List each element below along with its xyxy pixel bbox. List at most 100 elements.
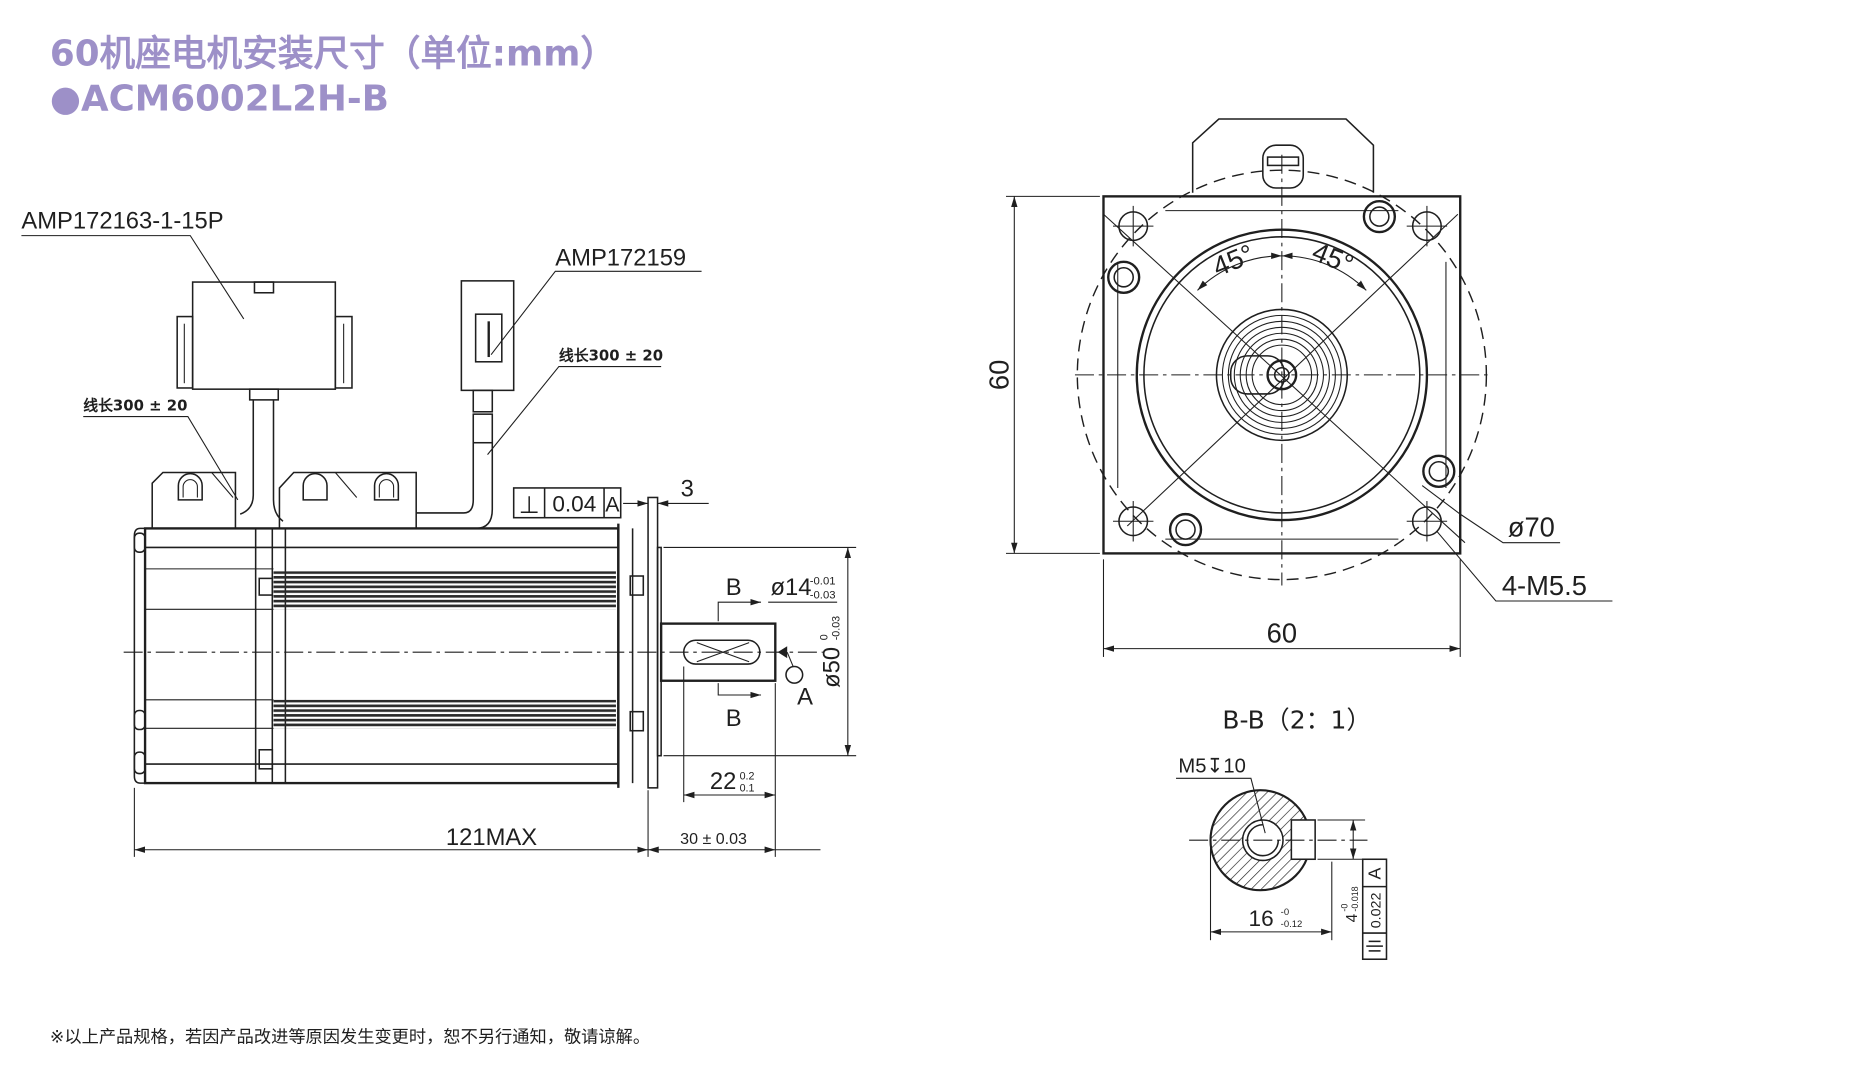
rear-cover-bump-bottom bbox=[133, 751, 146, 775]
power-connector-ear-right bbox=[334, 315, 353, 389]
section-view: B-B（2：1） M5↧10 16 -0 -0.12 4 -0 -0.018 A bbox=[1176, 705, 1388, 961]
pilot-diameter-label: ø50 bbox=[819, 647, 846, 688]
key-length-lower-tol: 0.1 bbox=[740, 782, 755, 794]
angle-arc-right bbox=[1281, 252, 1367, 291]
datum-leader bbox=[786, 651, 794, 667]
height-label: 60 bbox=[983, 360, 1014, 390]
key-width-text: 4 -0 -0.018 bbox=[1339, 886, 1361, 922]
power-connector-body bbox=[191, 281, 337, 390]
front-view: 45° 45° ø70 4-M5.5 60 60 bbox=[983, 118, 1613, 657]
thread-label: M5↧10 bbox=[1178, 755, 1246, 777]
terminal-housing-top bbox=[1191, 118, 1375, 193]
power-cable-length-leader bbox=[83, 416, 239, 501]
mounting-hole-outer bbox=[1168, 512, 1203, 547]
symmetry-datum: A bbox=[1365, 867, 1385, 879]
section-title: B-B（2：1） bbox=[1222, 705, 1371, 734]
corner-hole-top-left bbox=[1113, 205, 1154, 247]
motor-housing bbox=[143, 527, 620, 785]
key-width-upper-tol: -0 bbox=[1339, 904, 1349, 912]
diagonal-line bbox=[1126, 213, 1459, 527]
symmetry-frame-border bbox=[1361, 858, 1388, 961]
mounting-hole-outer bbox=[1107, 260, 1141, 294]
datum-triangle bbox=[777, 646, 788, 659]
power-connector-strain-relief bbox=[248, 388, 280, 401]
corner-hole-top-right bbox=[1406, 205, 1448, 247]
shaft-diameter-label: ø14 bbox=[771, 574, 812, 601]
encoder-terminal-lock-left bbox=[302, 472, 328, 501]
perpendicularity-datum: A bbox=[605, 493, 620, 517]
page-title: 60机座电机安装尺寸（单位:mm） bbox=[50, 33, 616, 74]
datum-label: A bbox=[797, 684, 813, 711]
power-connector-leader bbox=[21, 235, 245, 320]
mounting-hole bbox=[1362, 199, 1397, 234]
key-width-lower-tol: -0.018 bbox=[1350, 886, 1360, 911]
power-connector-ear-left bbox=[176, 315, 194, 389]
thread-leader bbox=[1176, 777, 1266, 834]
pilot-diameter-upper-tol: 0 bbox=[819, 634, 831, 640]
mounting-hole-outer bbox=[1362, 199, 1397, 234]
mounting-hole bbox=[1422, 454, 1456, 488]
datum-circle bbox=[785, 665, 804, 684]
housing-tab bbox=[258, 577, 274, 596]
section-arrow-top bbox=[717, 598, 762, 622]
encoder-cable-length-label: 线长300 ± 20 bbox=[559, 347, 663, 365]
encoder-cable-length-leader bbox=[487, 366, 662, 455]
frame-border bbox=[512, 487, 622, 519]
terminal-connector bbox=[1262, 144, 1305, 189]
encoder-terminal-slope bbox=[334, 472, 358, 498]
footnote: ※以上产品规格，若因产品改进等原因发生变更时，恕不另行通知，敬请谅解。 bbox=[50, 1028, 650, 1048]
mounting-hole-inner bbox=[1369, 206, 1390, 227]
shaft-length-label: 30 ± 0.03 bbox=[680, 830, 747, 848]
cooling-fins-bottom bbox=[273, 699, 616, 729]
terminal-connector-slot bbox=[1266, 156, 1300, 167]
housing-tab bbox=[258, 748, 274, 770]
encoder-connector-strain-relief bbox=[472, 389, 494, 413]
shaft-diameter-upper-tol: -0.01 bbox=[810, 575, 836, 587]
encoder-connector bbox=[460, 280, 515, 444]
key-width-label: 4 bbox=[1344, 913, 1361, 922]
corner-hole-bottom-right bbox=[1406, 501, 1448, 542]
mounting-hole-inner bbox=[1175, 519, 1196, 540]
keyway bbox=[1290, 819, 1316, 861]
section-mark-bottom: B bbox=[726, 705, 742, 732]
pitch-circle-leader bbox=[1421, 485, 1561, 544]
front-cover-tab bbox=[629, 710, 645, 732]
thread-root-arc bbox=[1246, 823, 1280, 857]
encoder-terminal-housing bbox=[278, 471, 417, 529]
power-cable-length-label: 线长300 ± 20 bbox=[83, 397, 187, 415]
depth-label: 16 bbox=[1249, 906, 1274, 931]
pitch-circle-label: ø70 bbox=[1508, 512, 1555, 543]
mounting-hole bbox=[1168, 512, 1203, 547]
shaft-diameter-lower-tol: -0.03 bbox=[810, 590, 836, 602]
flange-thickness-label: 3 bbox=[681, 475, 694, 502]
perpendicularity-frame: ⊥ 0.04 A bbox=[512, 487, 622, 519]
width-label: 60 bbox=[1267, 618, 1297, 649]
rear-cover-bump-top bbox=[133, 532, 146, 553]
corner-hole-bottom-left bbox=[1113, 501, 1154, 542]
mounting-holes-label: 4-M5.5 bbox=[1502, 570, 1587, 601]
encoder-terminal-lock-right bbox=[373, 472, 400, 501]
cooling-fins-top bbox=[273, 571, 616, 610]
pilot-diameter-lower-tol: -0.03 bbox=[831, 616, 843, 640]
key-length-upper-tol: 0.2 bbox=[740, 771, 755, 783]
power-connector-label: AMP172163-1-15P bbox=[21, 207, 223, 234]
mounting-hole bbox=[1107, 260, 1141, 294]
mounting-hole-inner bbox=[1428, 460, 1450, 482]
power-terminal-slope bbox=[211, 472, 234, 498]
symmetry-symbol-icon bbox=[1366, 940, 1383, 952]
symmetry-frame: A 0.022 bbox=[1361, 858, 1388, 961]
encoder-connector-leader bbox=[490, 270, 702, 355]
key-length-label: 22 bbox=[710, 768, 736, 795]
depth-upper-tol: -0 bbox=[1281, 907, 1289, 918]
mounting-holes-leader bbox=[1436, 530, 1613, 602]
power-connector bbox=[176, 281, 353, 401]
mounting-hole-inner bbox=[1113, 267, 1134, 288]
overall-length-label: 121MAX bbox=[446, 824, 537, 851]
encoder-connector-window bbox=[474, 313, 503, 363]
key-slot-cross bbox=[696, 642, 750, 663]
power-connector-latch bbox=[253, 281, 275, 294]
depth-lower-tol: -0.12 bbox=[1281, 919, 1303, 930]
power-cable bbox=[239, 399, 284, 522]
perpendicularity-symbol: ⊥ bbox=[519, 492, 540, 519]
